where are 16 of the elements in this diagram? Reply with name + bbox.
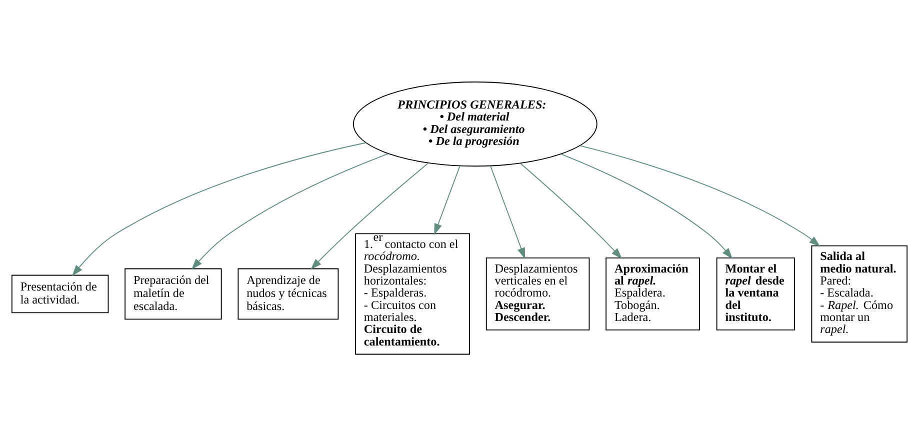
node-box: Preparación del maletín de escalada. — [124, 268, 222, 320]
arrow — [434, 166, 460, 235]
arrow — [310, 162, 429, 270]
arrow — [560, 154, 733, 260]
arrow — [580, 145, 820, 247]
node-ellipse: PRINCIPIOS GENERALES: • Del material • Del aseguramiento • De la progresión — [352, 82, 598, 167]
arrow — [191, 153, 389, 270]
node-box: Desplazamientos verticales en el rocódromo. Asegurar. Descender. — [486, 258, 590, 330]
arrow — [520, 163, 622, 259]
arrow — [490, 166, 526, 260]
node-box: Montar el rapel desde la ventana del instituto. — [716, 258, 795, 330]
node-box: Presentación de la actividad. — [11, 274, 109, 314]
node-box: Salida al medio natural. Pared: - Escalada. - Rapel. Cómo montar un rapel. — [811, 245, 908, 343]
node-box: Aproximación al rapel. Espaldera. Tobogán. Ladera. — [606, 258, 700, 330]
arrow — [72, 142, 366, 276]
node-box: Aprendizaje de nudos y técnicas básicas. — [238, 268, 339, 320]
